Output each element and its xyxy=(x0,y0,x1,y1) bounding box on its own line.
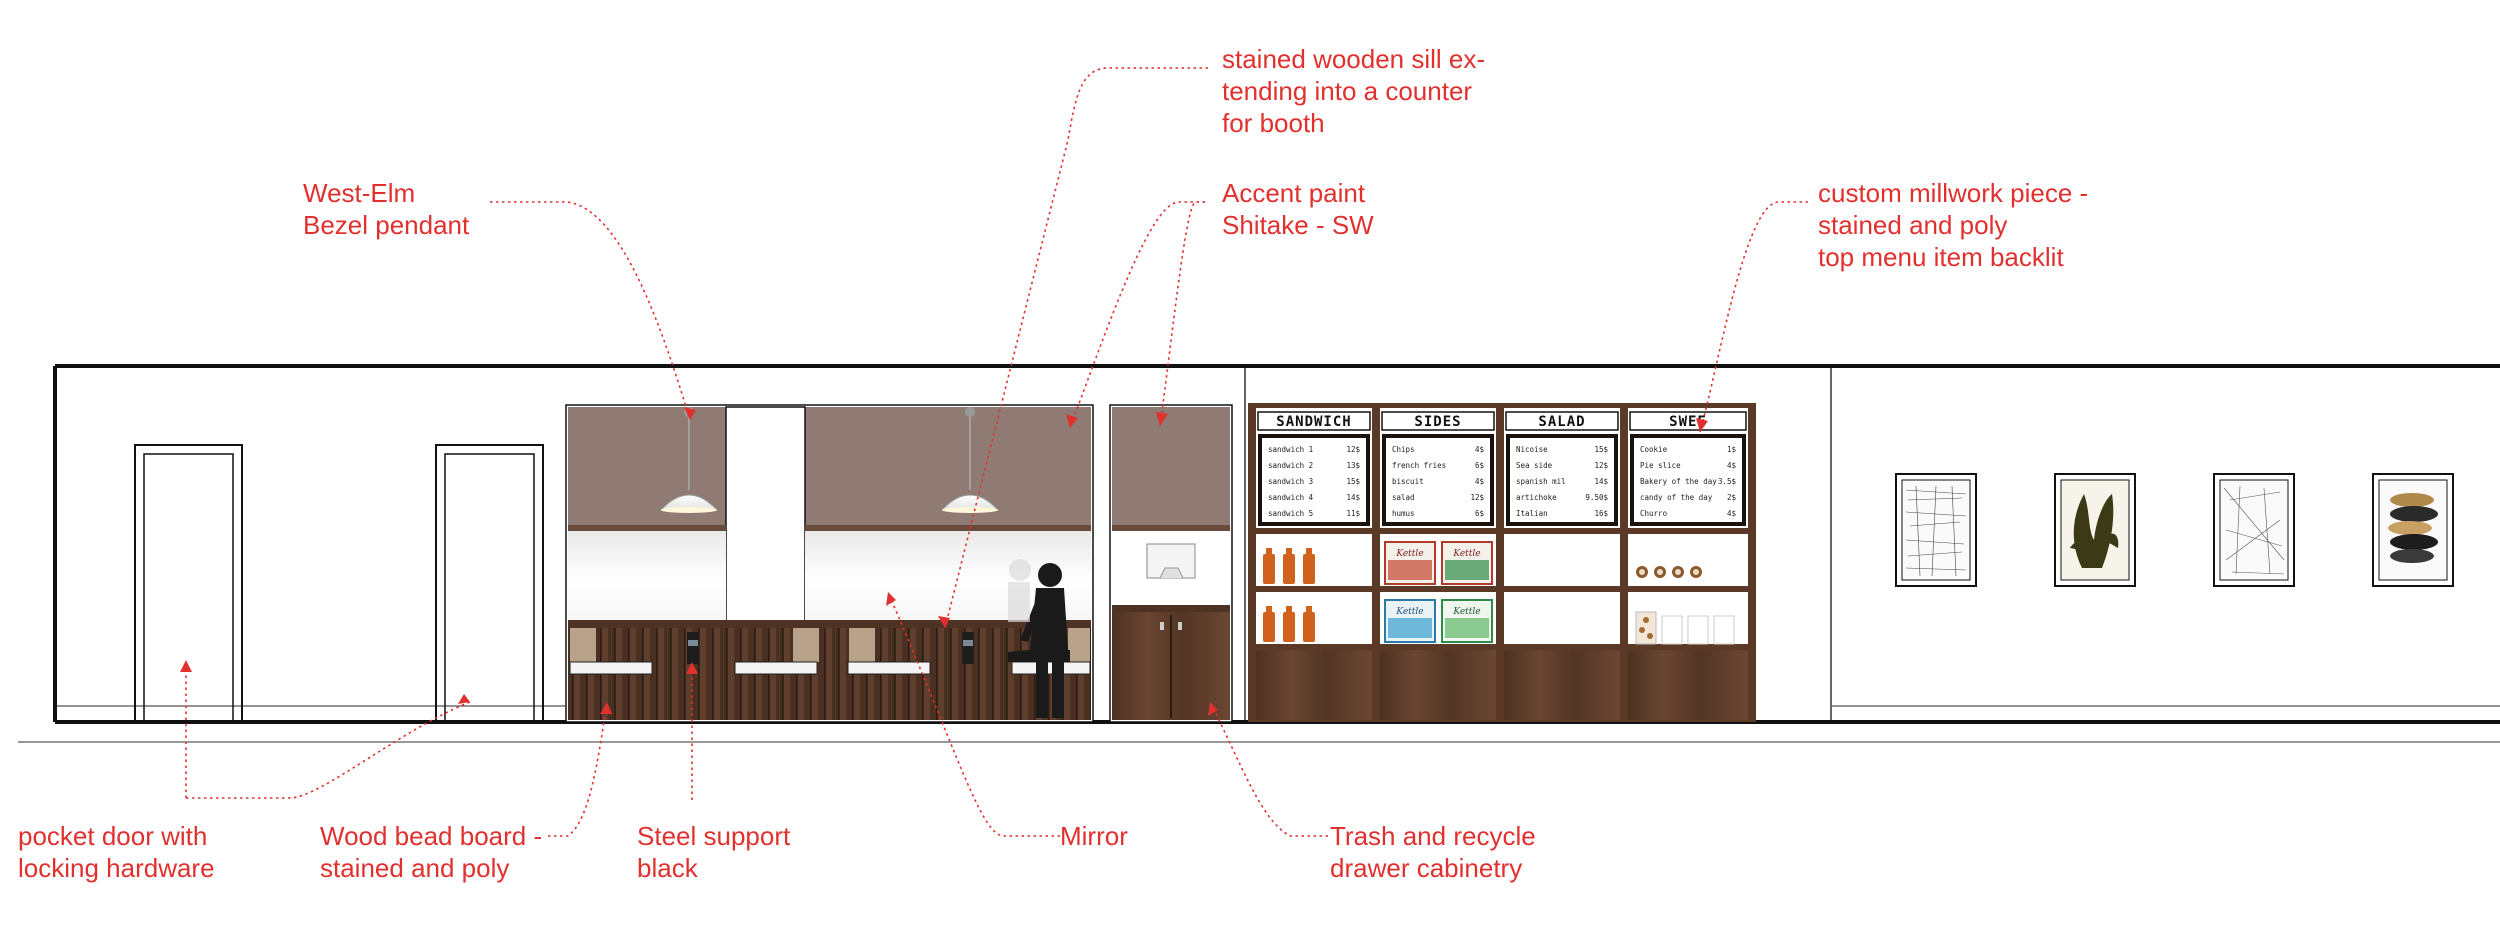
menu-item-name: french fries xyxy=(1392,461,1446,470)
pastries xyxy=(1636,566,1702,578)
menu-item-name: sandwich 2 xyxy=(1268,461,1313,470)
annotation-mirror: Mirror xyxy=(1060,821,1128,851)
svg-text:Kettle: Kettle xyxy=(1395,549,1423,559)
menu-item-price: 14$ xyxy=(1594,477,1608,486)
wall-art-3 xyxy=(2213,473,2295,587)
menu-item-price: 13$ xyxy=(1346,461,1360,470)
menu-board-sandwich: SANDWICH sandwich 1 12$ sandwich 2 13$ sandw… xyxy=(1257,411,1371,526)
svg-text:Kettle: Kettle xyxy=(1452,549,1480,559)
wall-art-4 xyxy=(2372,473,2454,587)
pendant-light-right xyxy=(940,407,1000,513)
menu-item-name: Chips xyxy=(1392,445,1415,454)
menu-item-name: sandwich 5 xyxy=(1268,509,1313,518)
menu-item-price: 12$ xyxy=(1470,493,1484,502)
menu-item-price: 6$ xyxy=(1475,461,1485,470)
annotation-pocket-door: pocket door with locking hardware xyxy=(18,821,215,883)
menu-item-name: salad xyxy=(1392,493,1415,502)
menu-board-salad: SALAD Nicoise 15$ Sea side 12$ spanish mil 14… xyxy=(1505,411,1619,526)
leader-lines xyxy=(185,67,1808,837)
leader-arrowheads xyxy=(180,407,1708,716)
wooden-sill xyxy=(568,620,1091,628)
menu-item-price: 4$ xyxy=(1727,461,1737,470)
wall-art-2 xyxy=(2054,473,2136,587)
menu-item-price: 15$ xyxy=(1346,477,1360,486)
menu-item-name: humus xyxy=(1392,509,1415,518)
menu-item-name: Sea side xyxy=(1516,461,1553,470)
annotation-steel-support: Steel support black xyxy=(637,821,797,883)
center-column xyxy=(725,406,806,623)
menu-item-price: 3.5$ xyxy=(1718,477,1737,486)
menu-item-name: artichoke xyxy=(1516,493,1557,502)
menu-item-price: 6$ xyxy=(1475,509,1485,518)
pocket-door-right xyxy=(435,444,544,723)
menu-board-sweets: SWEE Cookie 1$ Pie slice 4$ Bakery of the da… xyxy=(1629,411,1747,526)
annotation-bead-board: Wood bead board - stained and poly xyxy=(320,821,549,883)
booth-area xyxy=(565,404,1094,723)
menu-item-name: Italian xyxy=(1516,509,1548,518)
menu-item-price: 4$ xyxy=(1475,477,1485,486)
menu-item-price: 16$ xyxy=(1594,509,1608,518)
svg-text:Kettle: Kettle xyxy=(1452,607,1480,617)
chip-bags: Kettle Kettle Kettle Kettle xyxy=(1384,541,1493,643)
trash-recycle-cabinet xyxy=(1109,404,1233,723)
menu-item-price: 12$ xyxy=(1346,445,1360,454)
menu-item-name: Bakery of the day xyxy=(1640,477,1717,486)
annotation-trash: Trash and recycle drawer cabinetry xyxy=(1330,821,1543,883)
menu-item-name: Nicoise xyxy=(1516,445,1548,454)
steel-support xyxy=(687,632,699,664)
menu-item-price: 2$ xyxy=(1727,493,1737,502)
menu-item-price: 9.50$ xyxy=(1585,493,1608,502)
annotation-accent-paint: Accent paint Shitake - SW xyxy=(1222,178,1374,240)
menu-item-price: 4$ xyxy=(1475,445,1485,454)
menu-title: SIDES xyxy=(1414,414,1461,430)
menu-item-price: 11$ xyxy=(1346,509,1360,518)
menu-board-sides: SIDES Chips 4$ french fries 6$ biscuit 4$ sala… xyxy=(1381,411,1495,526)
menu-title: SWEE xyxy=(1669,414,1707,430)
juice-bottles xyxy=(1263,548,1315,642)
menu-item-name: spanish mil xyxy=(1516,477,1566,486)
menu-item-price: 14$ xyxy=(1346,493,1360,502)
menu-item-price: 4$ xyxy=(1727,509,1737,518)
millwork-menu-unit: SANDWICH sandwich 1 12$ sandwich 2 13$ sandw… xyxy=(1248,403,1756,722)
menu-item-price: 1$ xyxy=(1727,445,1737,454)
menu-item-name: sandwich 3 xyxy=(1268,477,1313,486)
annotation-sill: stained wooden sill ex- tending into a c… xyxy=(1222,44,1492,138)
cookie-jars xyxy=(1635,611,1735,645)
menu-item-name: candy of the day xyxy=(1640,493,1713,502)
bead-board xyxy=(568,628,1091,720)
wall-art-1 xyxy=(1895,473,1977,587)
pocket-door-left xyxy=(134,444,243,723)
menu-item-price: 12$ xyxy=(1594,461,1608,470)
menu-title: SALAD xyxy=(1538,414,1585,430)
menu-item-name: Pie slice xyxy=(1640,461,1681,470)
menu-item-name: sandwich 4 xyxy=(1268,493,1314,502)
menu-item-name: Cookie xyxy=(1640,445,1668,454)
svg-text:Kettle: Kettle xyxy=(1395,607,1423,617)
menu-item-name: biscuit xyxy=(1392,477,1424,486)
menu-title: SANDWICH xyxy=(1276,414,1351,430)
annotation-millwork: custom millwork piece - stained and poly… xyxy=(1818,178,2095,272)
menu-item-price: 15$ xyxy=(1594,445,1608,454)
person-silhouette xyxy=(1008,563,1070,718)
annotation-pendant: West-Elm Bezel pendant xyxy=(303,178,470,240)
menu-item-name: Churro xyxy=(1640,509,1668,518)
mirror xyxy=(568,531,726,621)
menu-item-name: sandwich 1 xyxy=(1268,445,1313,454)
